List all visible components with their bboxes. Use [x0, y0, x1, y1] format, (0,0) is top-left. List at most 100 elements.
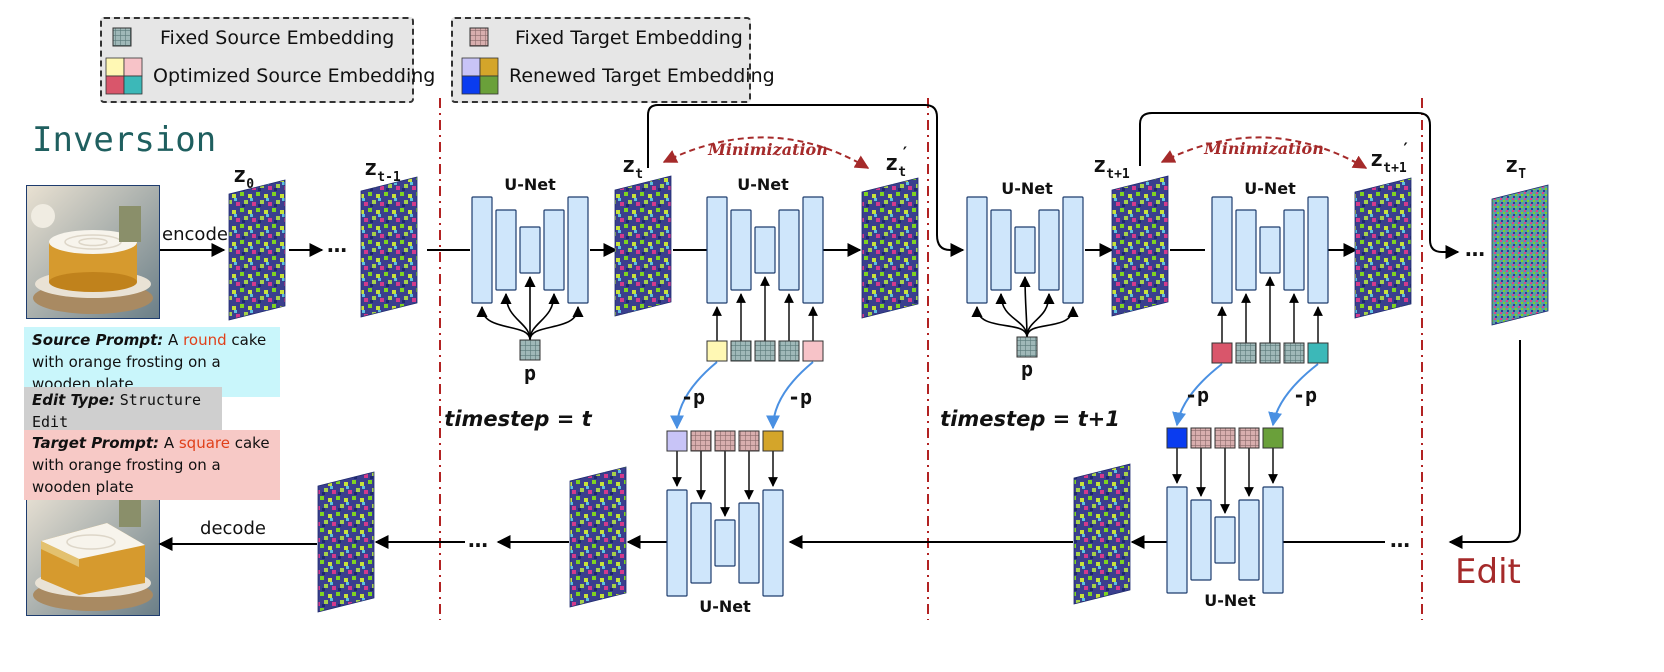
source-emb-t1-2: [1235, 342, 1257, 364]
latent-decode-tile: [317, 471, 375, 613]
label-zT: zT: [1505, 153, 1526, 182]
label-zt: zt: [622, 153, 643, 182]
neg-p-arrow-t-right: [766, 361, 814, 430]
legend-optimized-source-swatch-q2: [123, 57, 143, 77]
legend-fixed-target-swatch: [469, 27, 489, 47]
edit-type-value: Structure Edit: [32, 391, 202, 431]
target-emb-t-1: [666, 430, 688, 452]
target-emb-t-2: [690, 430, 712, 452]
unet-minimize-t-bar-1: [706, 196, 728, 304]
unet-edit-t-bar-4: [738, 502, 760, 584]
neg-p-arrow-t-left: [670, 361, 718, 430]
legend-target-box: [451, 17, 751, 103]
neg-p-arrow-t1-left: [1172, 363, 1223, 427]
unet-edit-t1-bar-3: [1214, 516, 1236, 564]
unet-label-5: U-Net: [699, 597, 751, 616]
target-emb-t-4: [738, 430, 760, 452]
unet-minimize-t1-bar-2: [1235, 209, 1257, 291]
target-emb-t1-3: [1214, 427, 1236, 449]
neg-p-label-4: -p: [1293, 383, 1317, 407]
latent-edit-t1-tile: [1073, 463, 1131, 605]
source-emb-t1-3: [1259, 342, 1281, 364]
unet-edit-t-bar-3: [714, 519, 736, 567]
label-z0: z0: [233, 163, 254, 192]
target-emb-t-3: [714, 430, 736, 452]
p-embed-t-fan-1: [476, 305, 531, 341]
unet-minimize-t1-bar-1: [1211, 196, 1233, 304]
latent-zt-1-tile: [360, 176, 418, 318]
source-emb-t-1: [706, 340, 728, 362]
latent-zt1-prime-tile: [1354, 177, 1412, 319]
legend-renewed-target-swatch-q4: [479, 75, 499, 95]
unet-inversion-t1-bar-1: [966, 196, 988, 304]
label-zt-1: zt-1: [364, 156, 401, 185]
unet-minimize-t-bar-4: [778, 209, 800, 291]
legend-optimized-source-swatch-q1: [105, 57, 125, 77]
edited-cake-image: [26, 482, 160, 616]
label-zt-prime: zt′: [885, 143, 910, 180]
unet-inversion-t-bar-3: [519, 226, 541, 274]
unet-label-6: U-Net: [1204, 591, 1256, 610]
unet-inversion-t1-bar-5: [1062, 196, 1084, 304]
unet-label-4: U-Net: [1244, 179, 1296, 198]
unet-label-2: U-Net: [737, 175, 789, 194]
legend-renewed-target-swatch-q1: [461, 57, 481, 77]
inversion-heading: Inversion: [32, 120, 217, 160]
legend-optimized-source-swatch-q4: [123, 75, 143, 95]
edit-type: Edit Type: Structure Edit: [24, 387, 222, 435]
dots-top-1: …: [327, 233, 347, 257]
source-emb-t-3: [754, 340, 776, 362]
target-emb-t1-5: [1262, 427, 1284, 449]
legend-fixed-target-text: Fixed Target Embedding: [515, 27, 743, 49]
source-prompt-post: cake with orange frosting on a wooden pl…: [32, 331, 267, 393]
legend-fixed-source-swatch: [112, 27, 132, 47]
target-prompt-keyword: square: [178, 434, 230, 452]
unet-label-1: U-Net: [504, 175, 556, 194]
latent-zT-tile: [1491, 184, 1549, 326]
unet-edit-t1-bar-5: [1262, 486, 1284, 594]
target-prompt: Target Prompt: A square cake with orange…: [24, 430, 280, 500]
legend-fixed-source-text: Fixed Source Embedding: [160, 27, 395, 49]
legend-renewed-target-swatch-q3: [461, 75, 481, 95]
unet-inversion-t-bar-2: [495, 209, 517, 291]
neg-p-label-1: -p: [681, 385, 705, 409]
minimization-label-t: Minimization: [707, 140, 828, 159]
skip-zt-to-unet3: [647, 104, 965, 257]
encode-label: encode: [162, 224, 228, 245]
source-prompt: Source Prompt: A round cake with orange …: [24, 327, 280, 397]
source-prompt-label: Source Prompt:: [32, 331, 164, 349]
latent-zt-prime-tile: [861, 177, 919, 319]
source-prompt-pre: A: [163, 331, 184, 349]
source-cake-image: [26, 185, 160, 319]
timestep-t-label: timestep = t: [444, 407, 592, 431]
unet-inversion-t1-bar-2: [990, 209, 1012, 291]
legend-renewed-target-swatch-q2: [479, 57, 499, 77]
source-emb-t-2: [730, 340, 752, 362]
unet-minimize-t-bar-3: [754, 226, 776, 274]
legend-renewed-target-text: Renewed Target Embedding: [509, 65, 775, 87]
unet-inversion-t-bar-4: [543, 209, 565, 291]
label-zt1-prime: zt+1′: [1370, 139, 1410, 176]
target-prompt-post: cake with orange frosting on a wooden pl…: [32, 434, 270, 496]
target-emb-t1-1: [1166, 427, 1188, 449]
unet-edit-t1-bar-1: [1166, 486, 1188, 594]
dots-top-2: …: [1465, 237, 1485, 261]
skip-zt1-forward: [1139, 112, 1460, 259]
source-emb-t1-4: [1283, 342, 1305, 364]
unet-inversion-t1-bar-4: [1038, 209, 1060, 291]
unet-inversion-t1-bar-3: [1014, 226, 1036, 274]
unet-minimize-t1-bar-4: [1283, 209, 1305, 291]
unet-edit-t-bar-2: [690, 502, 712, 584]
source-emb-t-4: [778, 340, 800, 362]
target-prompt-pre: A: [159, 434, 179, 452]
label-zt1: zt+1: [1093, 153, 1130, 182]
latent-edit-t-tile: [569, 466, 627, 608]
neg-p-arrow-t1-right: [1268, 363, 1319, 427]
target-emb-t1-4: [1238, 427, 1260, 449]
p-embed-t1-fan-5: [1026, 305, 1079, 338]
dots-bottom-2: …: [468, 528, 488, 552]
p-embed-t-square: [519, 339, 541, 361]
source-emb-t-5: [802, 340, 824, 362]
legend-optimized-source-swatch-q3: [105, 75, 125, 95]
